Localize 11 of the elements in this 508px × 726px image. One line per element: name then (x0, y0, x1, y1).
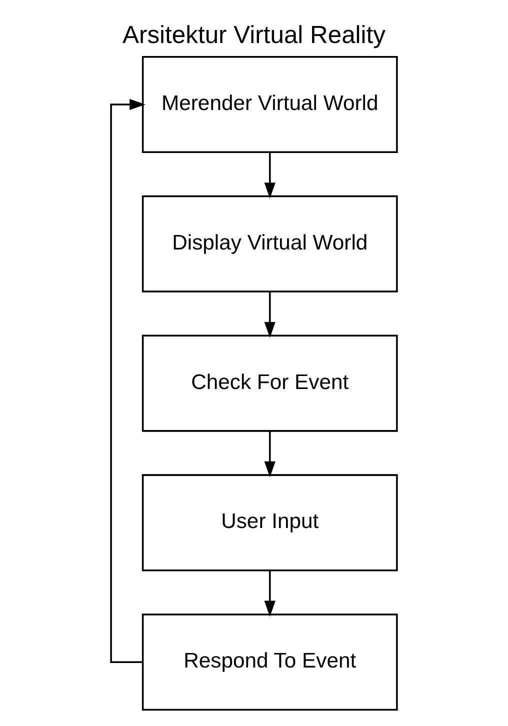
node-box: Check For Event (142, 334, 398, 432)
node-box: Respond To Event (142, 614, 398, 711)
arrow (264, 431, 276, 478)
arrow (110, 98, 146, 663)
arrow (264, 152, 276, 198)
arrow (264, 570, 276, 617)
node-box: Merender Virtual World (142, 56, 398, 153)
diagram-title: Arsitektur Virtual Reality (122, 22, 386, 50)
node-box: Display Virtual World (142, 195, 398, 292)
arrow (264, 292, 276, 338)
node-box: User Input (142, 474, 398, 572)
